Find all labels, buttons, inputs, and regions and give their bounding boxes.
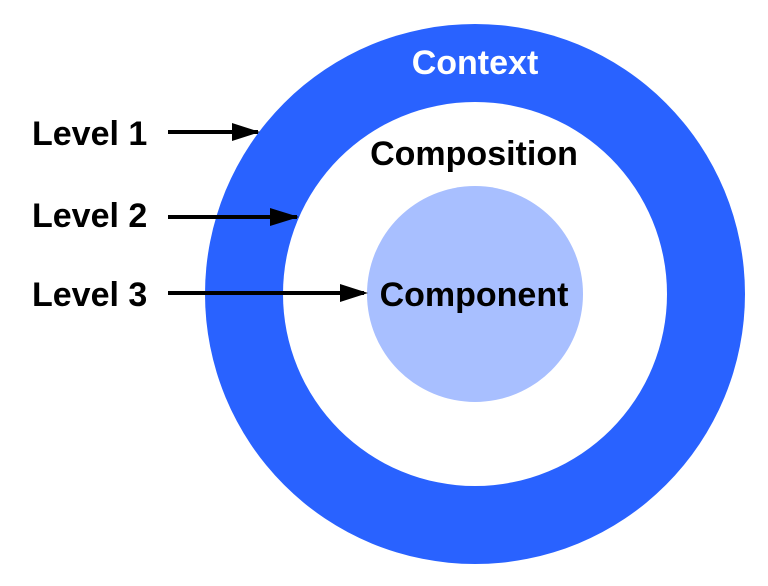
component-label: Component [380, 276, 569, 314]
level-2-label: Level 2 [32, 197, 147, 235]
level-3-label: Level 3 [32, 276, 147, 314]
context-label: Context [412, 44, 539, 82]
level-3-arrow [168, 284, 368, 302]
level-1-label: Level 1 [32, 115, 147, 153]
composition-label: Composition [370, 135, 578, 173]
level-2-arrow [168, 208, 299, 226]
level-1-arrow [168, 123, 260, 141]
component-circle [367, 186, 583, 402]
